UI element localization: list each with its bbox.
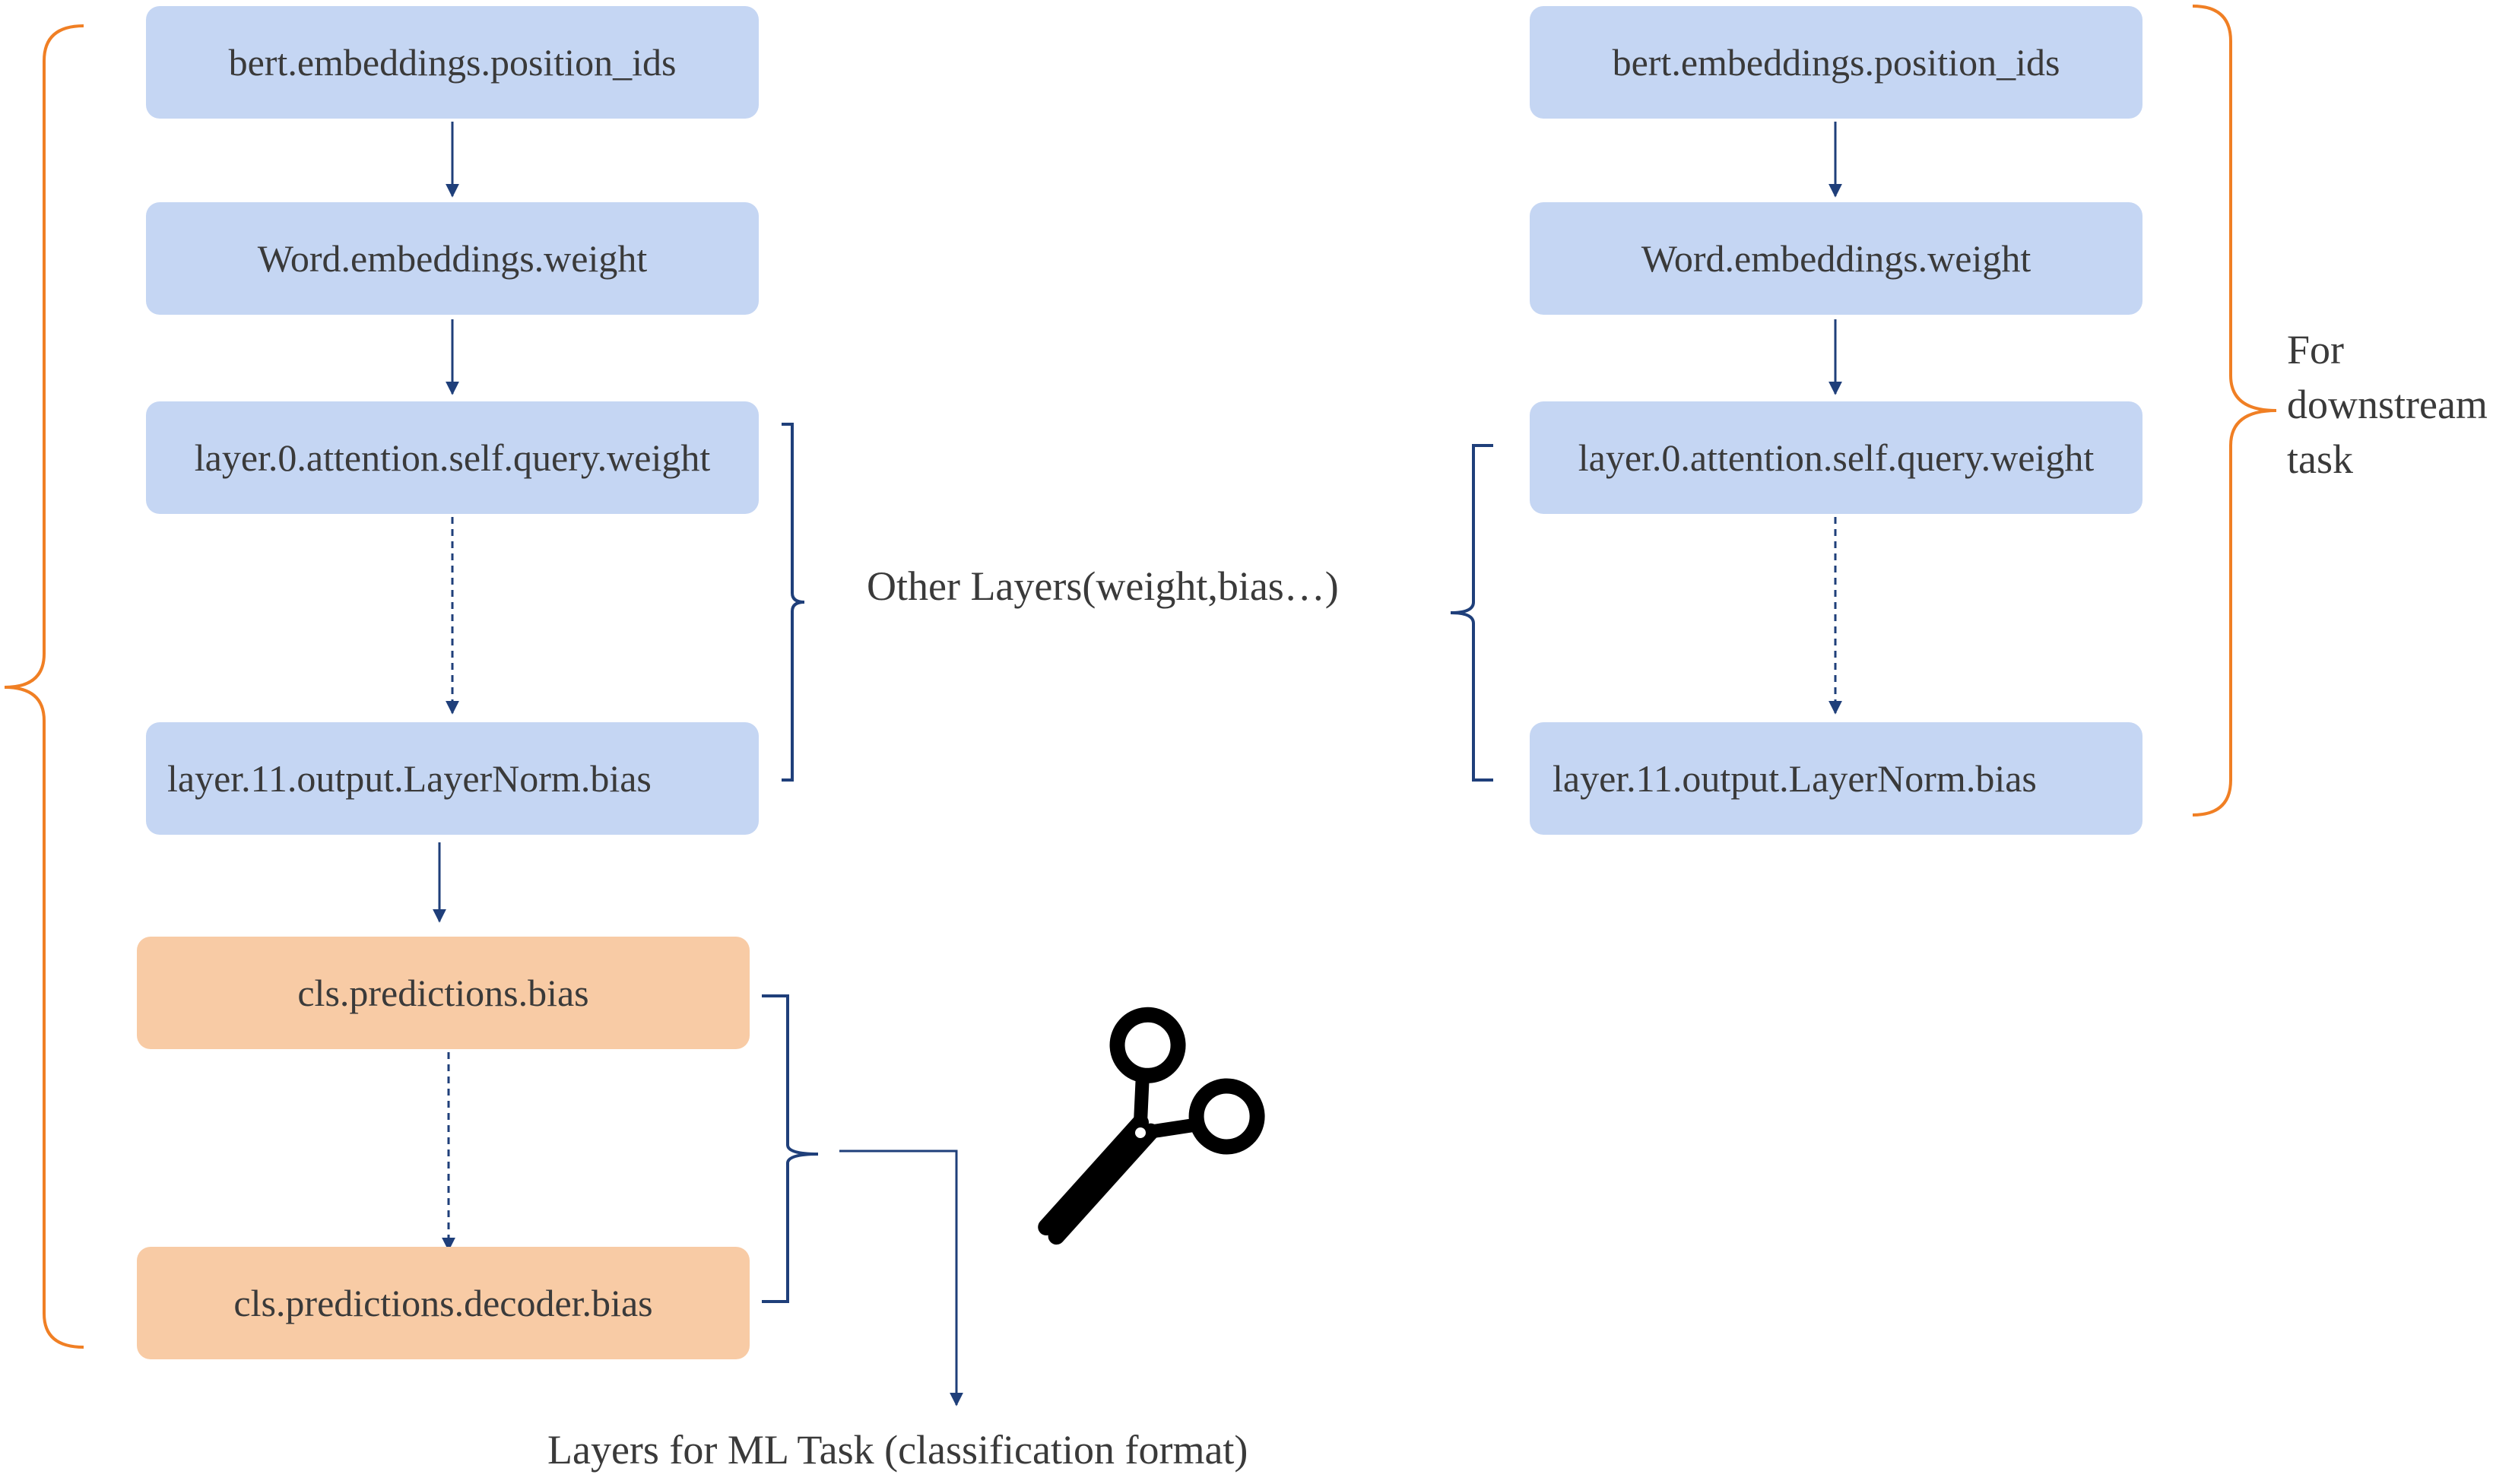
downstream-task-label: For downstream task	[2287, 322, 2488, 487]
connector-ml-task	[839, 1149, 963, 1406]
downstream-line-1: For	[2287, 327, 2345, 373]
left-box-cls-bias: cls.predictions.bias	[137, 937, 750, 1049]
other-layers-label: Other Layers(weight,bias…)	[867, 563, 1339, 609]
left-box-word-embeddings: Word.embeddings.weight	[146, 202, 759, 315]
bracket-right-other-layers	[1450, 444, 1493, 782]
right-box-position-ids: bert.embeddings.position_ids	[1530, 6, 2142, 119]
left-box-position-ids: bert.embeddings.position_ids	[146, 6, 759, 119]
left-box-cls-decoder-bias: cls.predictions.decoder.bias	[137, 1247, 750, 1359]
bracket-cls-layers	[762, 994, 819, 1303]
ml-task-label: Layers for ML Task (classification forma…	[547, 1427, 1248, 1473]
left-box-layer0-query: layer.0.attention.self.query.weight	[146, 401, 759, 514]
downstream-line-3: task	[2287, 436, 2353, 482]
downstream-line-2: downstream	[2287, 382, 2488, 427]
right-box-word-embeddings: Word.embeddings.weight	[1530, 202, 2142, 315]
brace-right-model	[2192, 5, 2277, 817]
right-box-layer11-bias: layer.11.output.LayerNorm.bias	[1530, 722, 2142, 835]
bracket-left-other-layers	[782, 423, 805, 782]
brace-left-model	[4, 24, 84, 1349]
right-box-layer0-query: layer.0.attention.self.query.weight	[1530, 401, 2142, 514]
left-box-layer11-bias: layer.11.output.LayerNorm.bias	[146, 722, 759, 835]
scissors-icon	[1038, 1007, 1265, 1245]
